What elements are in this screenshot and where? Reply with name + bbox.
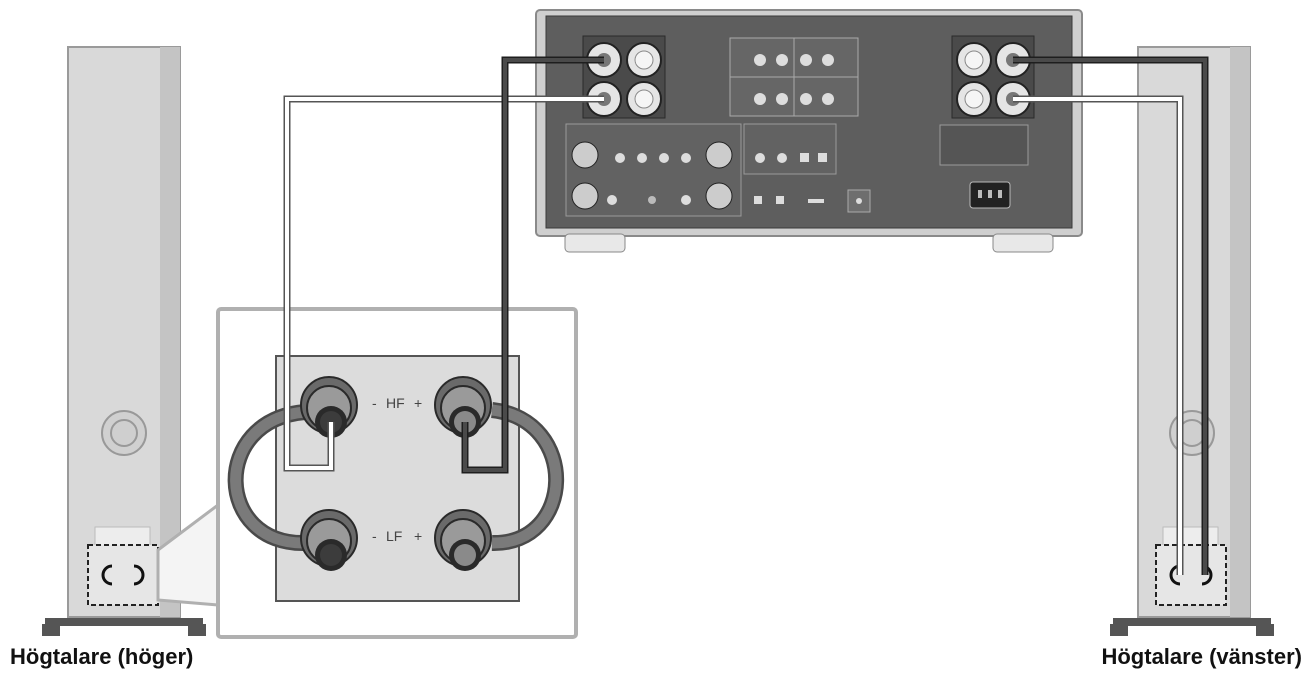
hf-plus-label: + — [414, 395, 422, 411]
speaker-right — [42, 46, 206, 636]
binding-post-hf-plus — [434, 376, 492, 438]
amplifier — [535, 9, 1083, 253]
amp-speaker-terminals-right — [582, 35, 666, 119]
speaker-left-caption: Högtalare (vänster) — [1101, 644, 1302, 669]
amp-speaker-terminals-left — [951, 35, 1035, 119]
hf-minus-label: - — [372, 395, 377, 411]
lf-plus-label: + — [414, 528, 422, 544]
terminal-highlight-box — [87, 544, 159, 606]
lf-label: LF — [386, 528, 402, 544]
speaker-cables — [283, 56, 1209, 575]
terminal-hook-icon — [101, 564, 113, 586]
binding-post-lf-plus — [434, 509, 492, 571]
hf-label: HF — [386, 395, 405, 411]
digital-input-section — [743, 123, 871, 213]
amplifier-foot — [564, 233, 626, 253]
rca-input-block — [729, 37, 859, 117]
speaker-right-caption: Högtalare (höger) — [10, 644, 194, 669]
terminal-callout: - HF + - LF + — [216, 307, 578, 639]
lf-minus-label: - — [372, 528, 377, 544]
binding-post-lf-minus — [300, 509, 358, 571]
terminal-highlight-box — [1155, 544, 1227, 606]
binding-post-hf-minus — [300, 376, 358, 438]
speaker-left — [1110, 46, 1274, 636]
label-plate — [939, 124, 1029, 166]
xlr-input-section — [565, 123, 742, 217]
ac-inlet-icon — [969, 181, 1011, 209]
amplifier-foot — [992, 233, 1054, 253]
speaker-foot — [1113, 618, 1271, 626]
terminal-hook-icon — [133, 564, 145, 586]
speaker-foot — [45, 618, 203, 626]
